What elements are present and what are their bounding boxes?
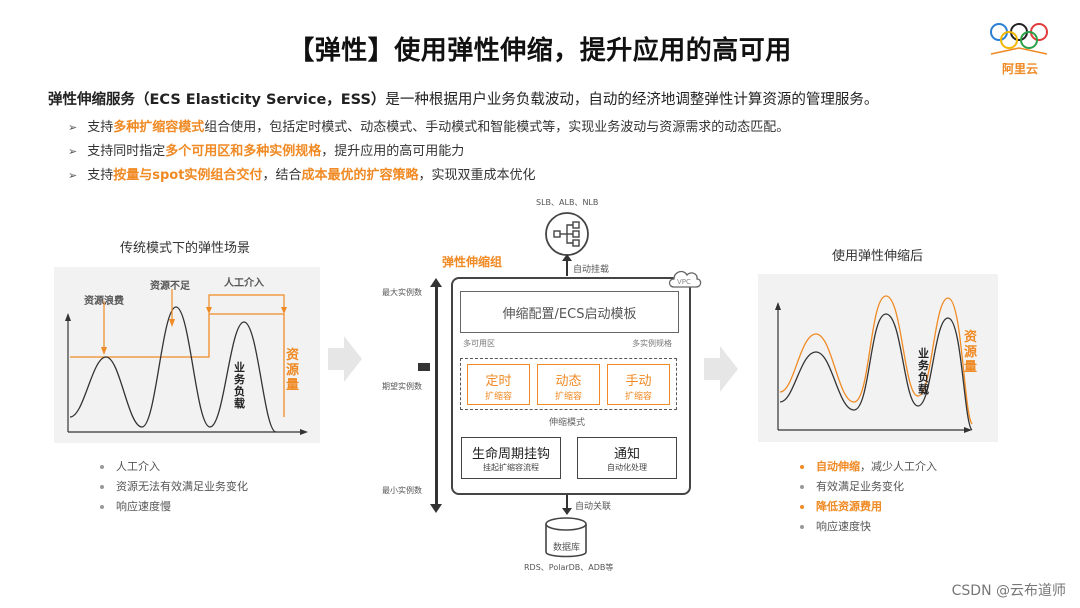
bullet-text: ，提升应用的高可用能力 xyxy=(321,144,465,159)
dynamic-mode-box: 动态 扩缩容 xyxy=(537,364,600,405)
load-balancer-label: SLB、ALB、NLB xyxy=(536,198,599,207)
list-item: 降低资源费用 xyxy=(800,498,937,514)
list-item: 资源无法有效满足业务变化 xyxy=(100,478,248,494)
arrow-up-icon xyxy=(430,278,442,287)
lifecycle-hook-box: 生命周期挂钩 挂起扩缩容流程 xyxy=(461,437,561,479)
scheduled-mode-box: 定时 扩缩容 xyxy=(467,364,530,405)
bullet-text: 支持 xyxy=(87,168,114,183)
aliyun-logo-text: 阿里云 xyxy=(1001,62,1038,76)
list-item: 自动伸缩，减少人工介入 xyxy=(800,458,937,474)
traditional-mode-svg xyxy=(65,289,308,435)
label-resource: 资源量 xyxy=(964,330,978,375)
manual-mode-box: 手动 扩缩容 xyxy=(607,364,670,405)
bullet-highlight: 多个可用区和多种实例规格 xyxy=(165,144,322,159)
launch-template-label: 伸缩配置/ECS启动模板 xyxy=(502,307,637,322)
mode-name: 定时 xyxy=(485,374,512,389)
arrow-up-icon xyxy=(562,254,572,261)
label-short: 资源不足 xyxy=(150,281,190,292)
vpc-cloud-icon xyxy=(666,265,702,295)
intro-text: 弹性伸缩服务（ECS Elasticity Service，ESS）是一种根据用… xyxy=(48,88,878,109)
scaling-group-title: 弹性伸缩组 xyxy=(442,255,503,269)
database-icon xyxy=(543,516,589,564)
list-item: 响应速度慢 xyxy=(100,498,248,514)
label-business-load: 业务负载 xyxy=(234,361,245,410)
lifecycle-sub: 挂起扩缩容流程 xyxy=(483,463,539,472)
label-business-load: 业务负载 xyxy=(918,347,929,396)
list-item: 人工介入 xyxy=(100,458,248,474)
scaling-mode-label: 伸缩模式 xyxy=(549,418,586,428)
arrow-icon: ➢ xyxy=(68,145,78,158)
mode-sub: 扩缩容 xyxy=(624,392,652,402)
auto-link-label: 自动关联 xyxy=(575,502,612,512)
intro-rest: 是一种根据用户业务负载波动，自动的经济地调整弹性计算资源的管理服务。 xyxy=(385,92,879,108)
axis-expected-label: 期望实例数 xyxy=(382,382,422,391)
feature-bullet-3: ➢ 支持按量与spot实例组合交付，结合成本最优的扩容策略，实现双重成本优化 xyxy=(68,164,535,183)
right-panel-title: 使用弹性伸缩后 xyxy=(832,249,924,264)
bullet-text: 组合使用，包括定时模式、动态模式、手动模式和智能模式等，实现业务波动与资源需求的… xyxy=(204,120,790,135)
label-manual: 人工介入 xyxy=(224,278,264,289)
lifecycle-name: 生命周期挂钩 xyxy=(471,447,550,462)
mode-sub: 扩缩容 xyxy=(484,392,512,402)
right-list: 自动伸缩，减少人工介入 有效满足业务变化 降低资源费用 响应速度快 xyxy=(800,458,937,534)
database-label: 数据库 xyxy=(553,543,581,553)
list-item: 响应速度快 xyxy=(800,518,937,534)
intro-bold: 弹性伸缩服务（ECS Elasticity Service，ESS） xyxy=(48,92,386,108)
flow-arrow-left xyxy=(328,336,362,386)
notification-sub: 自动化处理 xyxy=(607,463,647,472)
mount-connector xyxy=(566,258,568,276)
vpc-label: VPC xyxy=(677,278,691,286)
elastic-mode-chart xyxy=(758,274,998,442)
db-connector xyxy=(566,495,568,509)
axis-max-label: 最大实例数 xyxy=(382,288,422,297)
watermark: CSDN @云布道师 xyxy=(951,583,1066,599)
bullet-text: 支持 xyxy=(87,120,114,135)
mode-name: 手动 xyxy=(625,374,652,389)
launch-template-box xyxy=(460,291,679,333)
arrow-down-icon xyxy=(562,508,572,515)
instance-axis xyxy=(435,285,438,507)
arrow-icon: ➢ xyxy=(68,121,78,134)
flow-arrow-right xyxy=(704,346,738,396)
notification-box: 通知 自动化处理 xyxy=(577,437,677,479)
bullet-highlight: 成本最优的扩容策略 xyxy=(301,168,419,183)
traditional-mode-chart xyxy=(54,267,320,443)
label-resource: 资源量 xyxy=(286,348,300,393)
bullet-text: ，实现双重成本优化 xyxy=(418,168,536,183)
mode-sub: 扩缩容 xyxy=(554,392,582,402)
label-waste: 资源浪费 xyxy=(84,296,124,307)
left-panel-title: 传统模式下的弹性场景 xyxy=(120,241,251,256)
feature-bullet-2: ➢ 支持同时指定多个可用区和多种实例规格，提升应用的高可用能力 xyxy=(68,140,464,159)
multi-spec-label: 多实例规格 xyxy=(632,339,672,348)
auto-mount-label: 自动挂载 xyxy=(573,265,610,275)
bullet-text: 支持同时指定 xyxy=(87,144,166,159)
bullet-highlight: 多种扩缩容模式 xyxy=(113,120,205,135)
list-item: 有效满足业务变化 xyxy=(800,478,937,494)
left-list: 人工介入 资源无法有效满足业务变化 响应速度慢 xyxy=(100,458,248,514)
mode-name: 动态 xyxy=(555,374,582,389)
notification-name: 通知 xyxy=(613,447,640,462)
page-title: 【弹性】使用弹性伸缩，提升应用的高可用 xyxy=(288,36,792,66)
multi-zone-label: 多可用区 xyxy=(463,339,495,348)
arrow-icon: ➢ xyxy=(68,169,78,182)
database-types: RDS、PolarDB、ADB等 xyxy=(524,563,614,572)
olympic-rings-logo xyxy=(985,18,1055,78)
expected-marker xyxy=(418,363,430,371)
feature-bullet-1: ➢ 支持多种扩缩容模式组合使用，包括定时模式、动态模式、手动模式和智能模式等，实现… xyxy=(68,116,789,135)
elastic-mode-svg xyxy=(775,295,973,433)
bullet-text: ，结合 xyxy=(262,168,302,183)
arrow-down-icon xyxy=(430,504,442,513)
axis-min-label: 最小实例数 xyxy=(382,486,422,495)
bullet-highlight: 按量与spot实例组合交付 xyxy=(113,168,263,183)
scaling-mode-container xyxy=(460,358,677,410)
